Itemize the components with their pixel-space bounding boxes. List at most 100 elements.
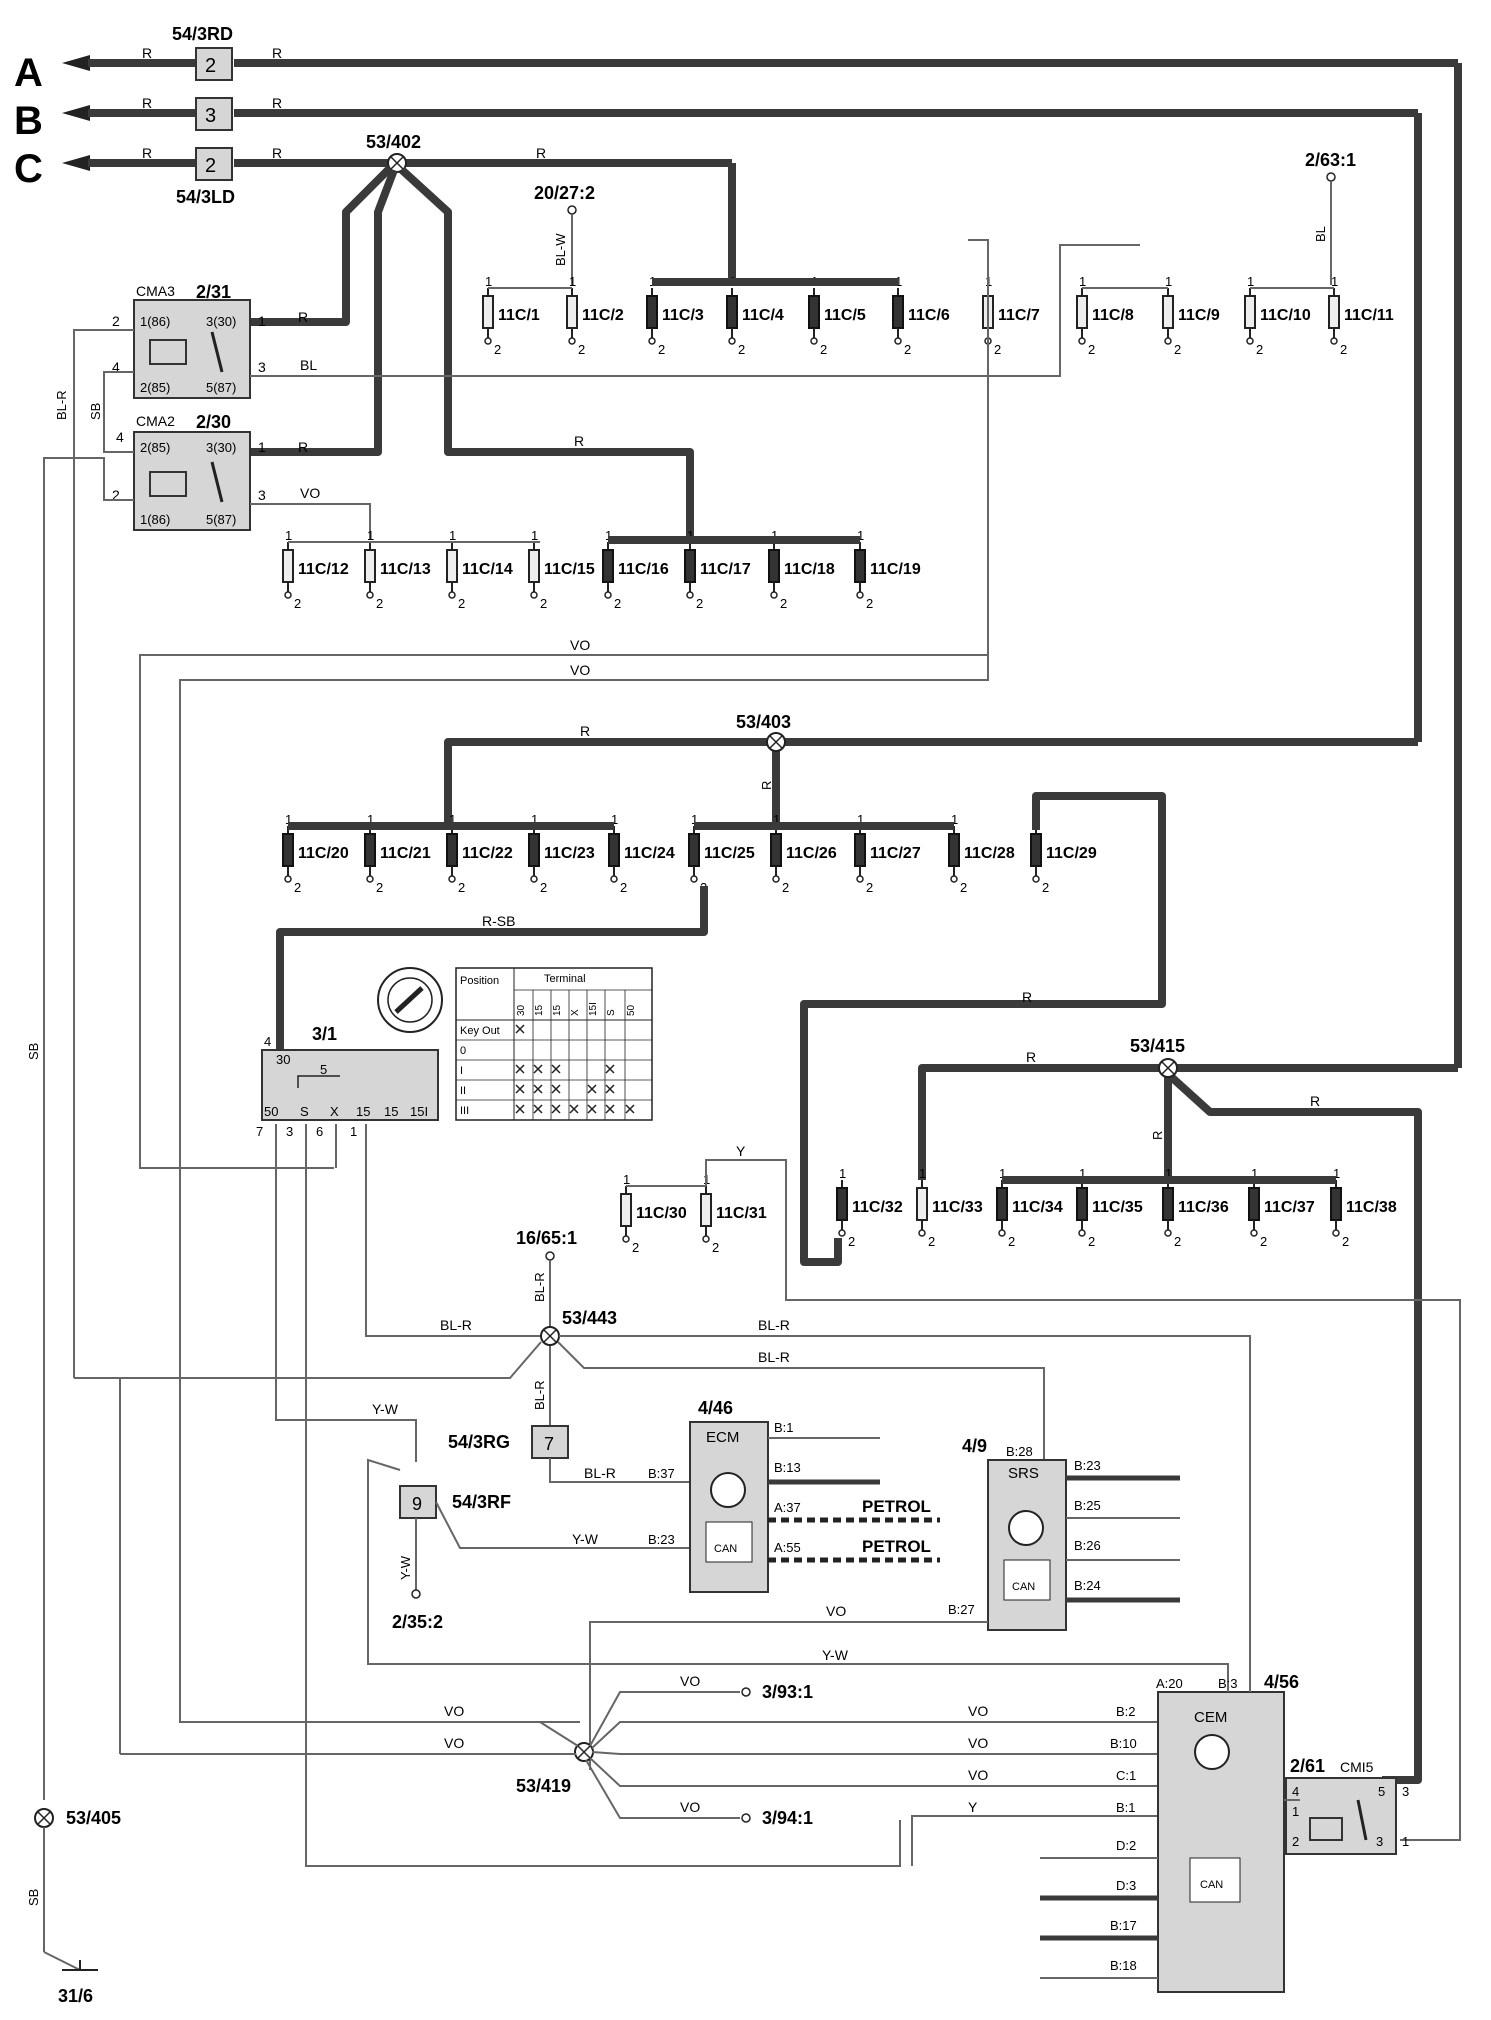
ecm-pin-b37: B:37 <box>648 1466 675 1481</box>
wire-r-231: R <box>298 309 308 325</box>
fuse-label: 11C/28 <box>964 845 1015 862</box>
svg-text:3: 3 <box>258 359 266 375</box>
fuse-pin1: 1 <box>691 812 698 827</box>
fuse-label: 11C/10 <box>1260 307 1311 324</box>
fuse-pin1: 1 <box>687 528 694 543</box>
fuse-label: 11C/7 <box>998 307 1040 324</box>
fuse-label: 11C/37 <box>1264 1199 1315 1216</box>
fuse-pin1: 1 <box>773 812 780 827</box>
wire-vo-419b: VO <box>444 1735 464 1751</box>
wire-bl-231: BL <box>300 357 317 373</box>
connector-letter-c: C <box>14 147 43 191</box>
arrow-b-icon <box>62 105 90 121</box>
fuse-label: 11C/20 <box>298 845 349 862</box>
fuse-label: 11C/14 <box>462 561 513 578</box>
node-20-27: 20/27:2 <box>534 183 595 203</box>
node-2-35: 2/35:2 <box>392 1612 443 1632</box>
ign-pin-6: 6 <box>316 1124 323 1139</box>
fuse-pin1: 1 <box>569 274 576 289</box>
wire-r-415b: R <box>1310 1093 1320 1109</box>
fuse-label: 11C/38 <box>1346 1199 1397 1216</box>
fuse-pin2: 2 <box>632 1240 639 1255</box>
table-position: I <box>460 1065 463 1077</box>
fuse-label: 11C/33 <box>932 1199 983 1216</box>
wire-r-b2: R <box>272 95 282 111</box>
fuse-pin1: 1 <box>611 812 618 827</box>
fuse-pin2: 2 <box>620 880 627 895</box>
connector-54-3ld-label: 54/3LD <box>176 187 235 207</box>
ignition-key-icon <box>377 967 443 1033</box>
fuse-pin2: 2 <box>1042 880 1049 895</box>
table-terminal: 50 <box>626 1004 637 1016</box>
srs-pin-b25: B:25 <box>1074 1498 1101 1513</box>
ecm-pin-a55: A:55 <box>774 1540 801 1555</box>
fuse-pin2: 2 <box>820 342 827 357</box>
fuse-pin1: 1 <box>1165 274 1172 289</box>
fuse-pin2: 2 <box>738 342 745 357</box>
ecm-petrol-1: PETROL <box>862 1497 931 1516</box>
fuse-label: 11C/2 <box>582 307 624 324</box>
fuse-label: 11C/17 <box>700 561 751 578</box>
fuse-pin1: 1 <box>367 812 374 827</box>
wire-y-b1: Y <box>968 1799 978 1815</box>
fuse-pin2: 2 <box>578 342 585 357</box>
fuse-pin2: 2 <box>780 596 787 611</box>
pin-b: 3 <box>205 105 216 127</box>
fuse-pin1: 1 <box>857 528 864 543</box>
wire-sb-long: SB <box>26 1043 41 1060</box>
svg-text:4: 4 <box>112 359 120 375</box>
srs-transistor-icon <box>1008 1510 1044 1546</box>
fuse-pin2: 2 <box>1340 342 1347 357</box>
wire-sb-left: SB <box>88 403 103 420</box>
ign-pin-7: 7 <box>256 1124 263 1139</box>
table-terminal: X <box>570 1009 581 1016</box>
wire-bl-r-443a: BL-R <box>440 1317 472 1333</box>
connector-54-3rf <box>399 1485 437 1519</box>
wire-r-c3: R <box>536 145 546 161</box>
table-terminal: 30 <box>516 1004 527 1016</box>
fuse-pin2: 2 <box>1174 342 1181 357</box>
pin-3rf: 9 <box>412 1494 422 1514</box>
wire-y-w-top: Y-W <box>372 1401 399 1417</box>
fuse-pin2: 2 <box>376 596 383 611</box>
fuse-label: 11C/29 <box>1046 845 1097 862</box>
splice-53-415-label: 53/415 <box>1130 1036 1185 1056</box>
fuse-pin1: 1 <box>449 812 456 827</box>
cem-pin-d3: D:3 <box>1116 1878 1136 1893</box>
table-terminal: S <box>606 1009 617 1016</box>
ecm-pin-b1: B:1 <box>774 1420 794 1435</box>
fuse-pin1: 1 <box>285 812 292 827</box>
fuse-pin1: 1 <box>919 1166 926 1181</box>
wire-bl-r-left: BL-R <box>54 390 69 420</box>
cem-pin-b17: B:17 <box>1110 1918 1137 1933</box>
wire-r-403: R <box>580 723 590 739</box>
wire-r-403v: R <box>759 781 774 790</box>
node-3-94: 3/94:1 <box>762 1808 813 1828</box>
fuse-pin2: 2 <box>540 880 547 895</box>
splice-53-415-icon <box>1158 1058 1178 1078</box>
wire-bl-r-443c: BL-R <box>758 1349 790 1365</box>
ignition-top-term: 30 <box>276 1052 290 1067</box>
wire-r-c1: R <box>142 145 152 161</box>
fuse-pin1: 1 <box>605 528 612 543</box>
fuse-pin2: 2 <box>614 596 621 611</box>
fuse-11c-24: 1 2 11C/24 <box>608 812 675 895</box>
wire-y-w-v: Y-W <box>398 1555 413 1580</box>
srs-pin-b23: B:23 <box>1074 1458 1101 1473</box>
fuse-pin2: 2 <box>376 880 383 895</box>
relay-2-30-p1: 2(85) <box>140 440 170 455</box>
fuse-pin2: 2 <box>658 342 665 357</box>
wire-sb-ground: SB <box>26 1889 41 1906</box>
fuse-pin1: 1 <box>531 812 538 827</box>
cmi5-ext1: 1 <box>1402 1834 1409 1849</box>
srs-pin-b24: B:24 <box>1074 1578 1101 1593</box>
fuse-label: 11C/3 <box>662 307 704 324</box>
fuse-pin2: 2 <box>866 596 873 611</box>
fuse-label: 11C/24 <box>624 845 675 862</box>
fuse-pin2: 2 <box>960 880 967 895</box>
wire-bl-r-443v: BL-R <box>532 1380 547 1410</box>
